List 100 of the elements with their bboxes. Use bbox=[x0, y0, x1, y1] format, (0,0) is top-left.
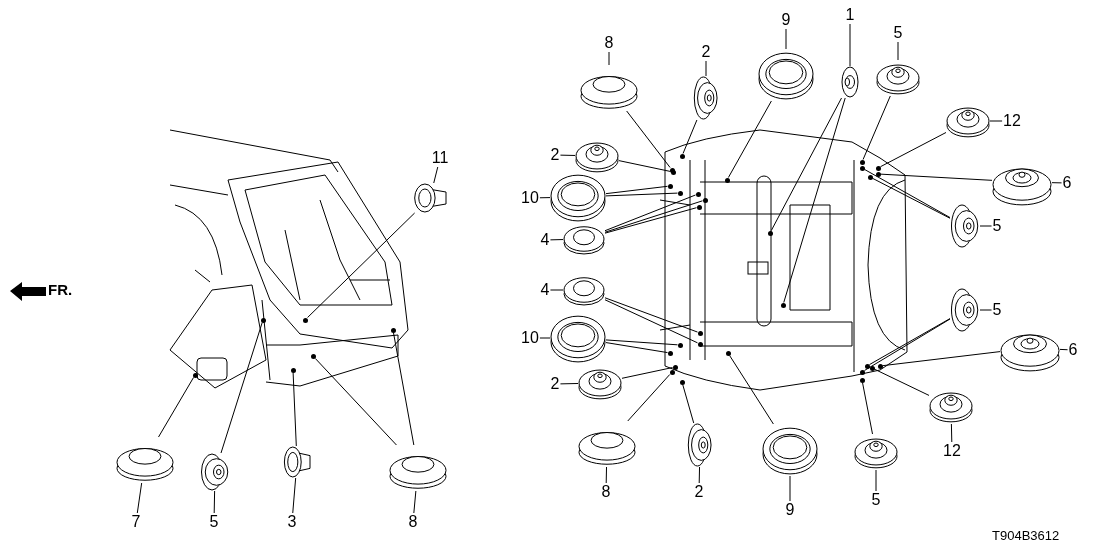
connector-line bbox=[789, 475, 791, 502]
hole-dot bbox=[725, 350, 731, 356]
hole-dot bbox=[875, 171, 881, 177]
hole-dot bbox=[859, 159, 865, 165]
callout-number: 5 bbox=[892, 24, 904, 42]
hole-dot bbox=[667, 183, 673, 189]
connector-line bbox=[1051, 182, 1063, 184]
connector-line bbox=[413, 490, 417, 514]
hole-dot bbox=[877, 363, 883, 369]
grommet-drawing bbox=[693, 76, 719, 120]
callout-number: 2 bbox=[549, 375, 561, 393]
callout-number: 9 bbox=[784, 501, 796, 519]
connector-line bbox=[292, 372, 297, 447]
connector-line bbox=[626, 110, 671, 168]
connector-line bbox=[605, 342, 668, 354]
connector-line bbox=[158, 377, 195, 438]
callout-number: 4 bbox=[539, 231, 551, 249]
hole-dot bbox=[697, 330, 703, 336]
grommet-drawing bbox=[950, 204, 980, 248]
connector-line bbox=[979, 309, 993, 311]
connector-line bbox=[989, 120, 1003, 122]
hole-dot bbox=[260, 317, 266, 323]
hole-dot bbox=[667, 350, 673, 356]
hole-dot bbox=[859, 377, 865, 383]
hole-dot bbox=[677, 342, 683, 348]
direction-label: FR. bbox=[48, 281, 73, 298]
connector-line bbox=[213, 490, 216, 514]
connector-line bbox=[783, 97, 846, 303]
hole-dot bbox=[696, 204, 702, 210]
callout-number: 5 bbox=[208, 513, 220, 531]
connector-line bbox=[785, 28, 787, 50]
connector-line bbox=[604, 297, 698, 333]
hole-dot bbox=[859, 369, 865, 375]
callout-number: 2 bbox=[693, 483, 705, 501]
callout-number: 5 bbox=[991, 217, 1003, 235]
callout-number: 12 bbox=[942, 442, 962, 460]
hole-dot bbox=[702, 197, 708, 203]
grommet-drawing bbox=[200, 453, 230, 491]
connector-line bbox=[950, 423, 953, 443]
hole-dot bbox=[780, 302, 786, 308]
connector-line bbox=[605, 185, 668, 195]
connector-line bbox=[604, 299, 698, 344]
connector-line bbox=[682, 384, 695, 424]
connector-line bbox=[307, 212, 416, 319]
callout-number: 3 bbox=[286, 513, 298, 531]
grommet-drawing bbox=[413, 183, 447, 213]
callout-number: 8 bbox=[600, 483, 612, 501]
callout-number: 8 bbox=[603, 34, 615, 52]
connector-line bbox=[862, 382, 873, 435]
part-code: T904B3612 bbox=[992, 528, 1060, 543]
connector-line bbox=[705, 60, 707, 77]
connector-line bbox=[897, 41, 899, 61]
hole-dot bbox=[875, 165, 881, 171]
connector-line bbox=[433, 166, 439, 184]
grommet-drawing bbox=[950, 288, 980, 332]
hole-dot bbox=[679, 153, 685, 159]
connector-line bbox=[770, 97, 842, 231]
connector-line bbox=[627, 374, 671, 422]
hole-dot bbox=[310, 353, 316, 359]
connector-line bbox=[292, 477, 297, 514]
connector-line bbox=[862, 95, 891, 160]
connector-line bbox=[698, 466, 701, 484]
callout-number: 1 bbox=[844, 6, 856, 24]
grommet-drawing bbox=[841, 66, 859, 98]
hole-dot bbox=[672, 364, 678, 370]
connector-line bbox=[608, 51, 610, 66]
connector-line bbox=[392, 332, 415, 446]
hole-dot bbox=[867, 174, 873, 180]
callout-number: 10 bbox=[520, 329, 540, 347]
callout-number: 2 bbox=[700, 43, 712, 61]
hole-dot bbox=[724, 177, 730, 183]
hole-dot bbox=[864, 363, 870, 369]
connector-line bbox=[549, 289, 564, 291]
connector-line bbox=[604, 194, 696, 232]
connector-line bbox=[682, 119, 698, 154]
connector-line bbox=[1059, 348, 1069, 351]
connector-line bbox=[605, 466, 607, 484]
connector-line bbox=[314, 358, 397, 446]
callout-number: 9 bbox=[780, 11, 792, 29]
connector-line bbox=[605, 339, 678, 346]
callout-number: 6 bbox=[1067, 341, 1079, 359]
callout-number: 2 bbox=[549, 146, 561, 164]
hole-dot bbox=[859, 165, 865, 171]
connector-line bbox=[880, 173, 993, 181]
callout-number: 6 bbox=[1061, 174, 1073, 192]
grommet-drawing bbox=[687, 423, 713, 467]
hole-dot bbox=[697, 341, 703, 347]
connector-line bbox=[539, 337, 551, 339]
connector-line bbox=[875, 469, 877, 492]
connector-line bbox=[549, 239, 564, 241]
connector-line bbox=[872, 177, 951, 219]
connector-line bbox=[727, 100, 772, 178]
connector-line bbox=[605, 192, 678, 197]
connector-line bbox=[604, 207, 697, 234]
hole-dot bbox=[679, 379, 685, 385]
connector-line bbox=[874, 368, 930, 396]
connector-line bbox=[604, 200, 703, 233]
callout-number: 7 bbox=[130, 513, 142, 531]
hole-dot bbox=[695, 191, 701, 197]
callout-number: 4 bbox=[539, 281, 551, 299]
